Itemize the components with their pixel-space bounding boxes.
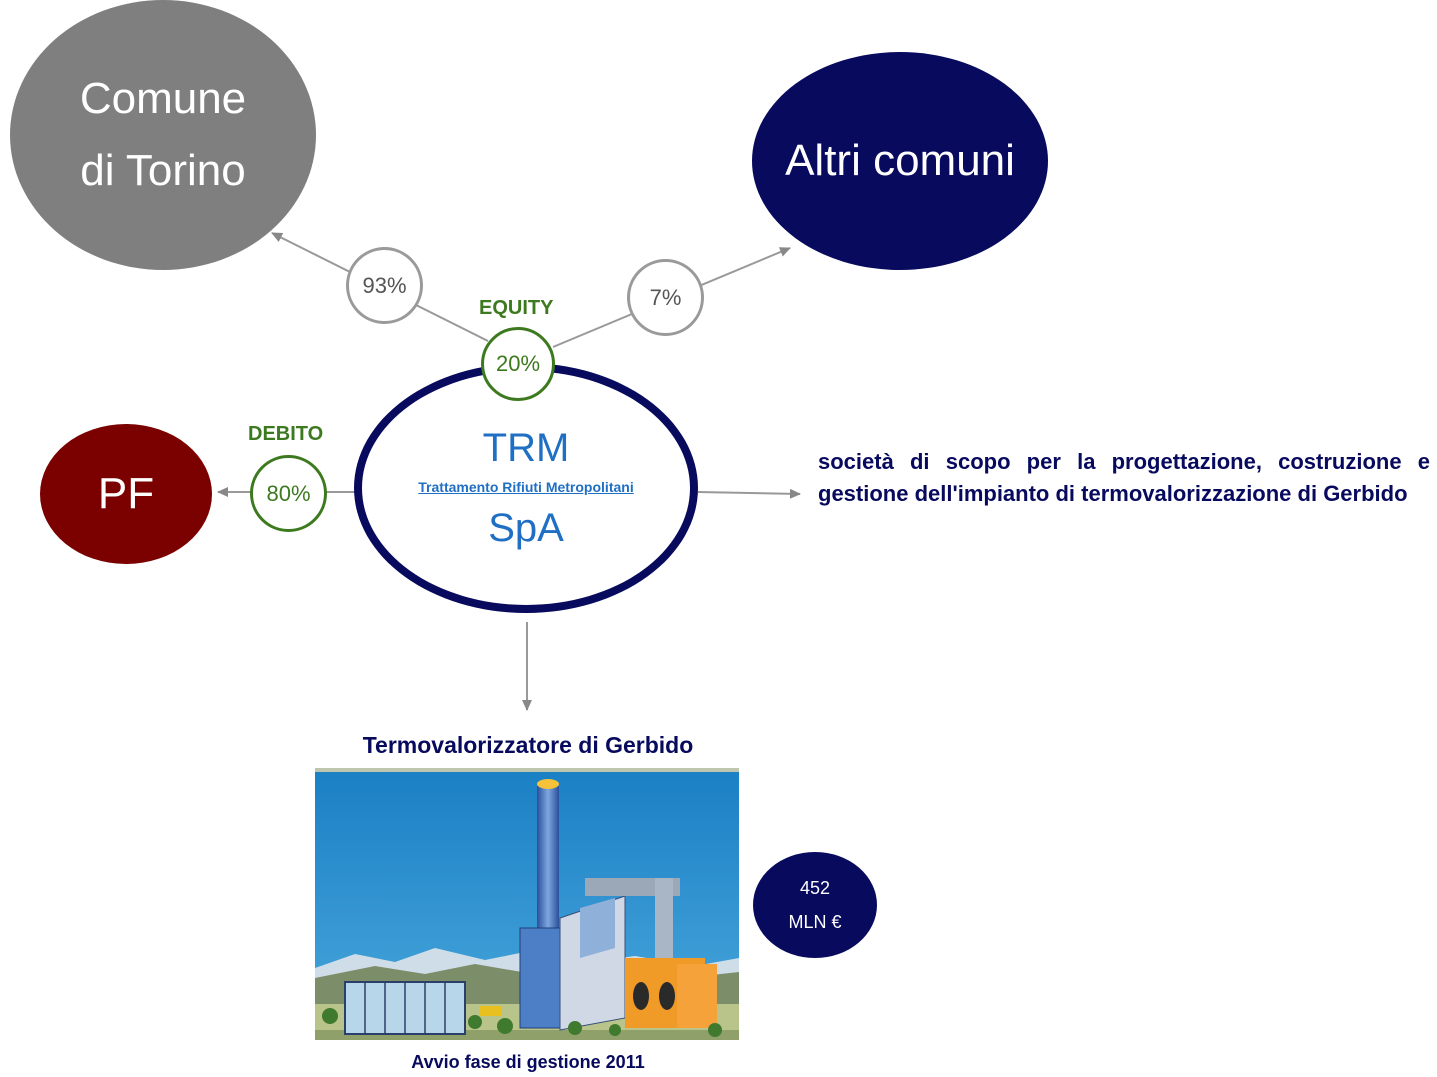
trm-suffix: SpA xyxy=(488,506,564,550)
trm-title: TRM xyxy=(482,426,570,470)
torino-line2: di Torino xyxy=(80,146,246,195)
equity-value: 20% xyxy=(495,351,541,376)
cost-unit: MLN € xyxy=(788,912,842,932)
pf-label: PF xyxy=(97,469,155,518)
trm-node: TRM Trattamento Rifiuti Metropolitani Sp… xyxy=(354,363,698,613)
torino-share-badge: 93% xyxy=(346,247,423,324)
debito-label: DEBITO xyxy=(248,423,324,445)
cost-badge: 452 MLN € xyxy=(753,852,877,958)
pf-node: PF xyxy=(40,424,212,564)
comune-torino-node: Comune di Torino xyxy=(10,0,316,270)
debito-badge: 80% xyxy=(250,455,327,532)
altri-label: Altri comuni xyxy=(785,136,1015,185)
altri-comuni-node: Altri comuni xyxy=(752,52,1048,270)
torino-share-value: 93% xyxy=(362,272,407,298)
plant-title: Termovalorizzatore di Gerbido xyxy=(362,732,694,758)
altri-share-value: 7% xyxy=(649,284,682,310)
plant-illustration xyxy=(315,768,739,1040)
trm-description: società di scopo per la progettazione, c… xyxy=(818,449,1430,506)
cost-amount: 452 xyxy=(799,878,831,898)
arrow-to-description xyxy=(697,488,801,499)
equity-badge: 20% xyxy=(481,327,555,401)
equity-label: EQUITY xyxy=(479,297,554,319)
torino-line1: Comune xyxy=(79,74,247,123)
plant-caption: Avvio fase di gestione 2011 xyxy=(411,1052,645,1072)
debito-value: 80% xyxy=(266,480,311,506)
trm-subtitle-link[interactable]: Trattamento Rifiuti Metropolitani xyxy=(418,479,634,495)
altri-share-badge: 7% xyxy=(627,259,704,336)
